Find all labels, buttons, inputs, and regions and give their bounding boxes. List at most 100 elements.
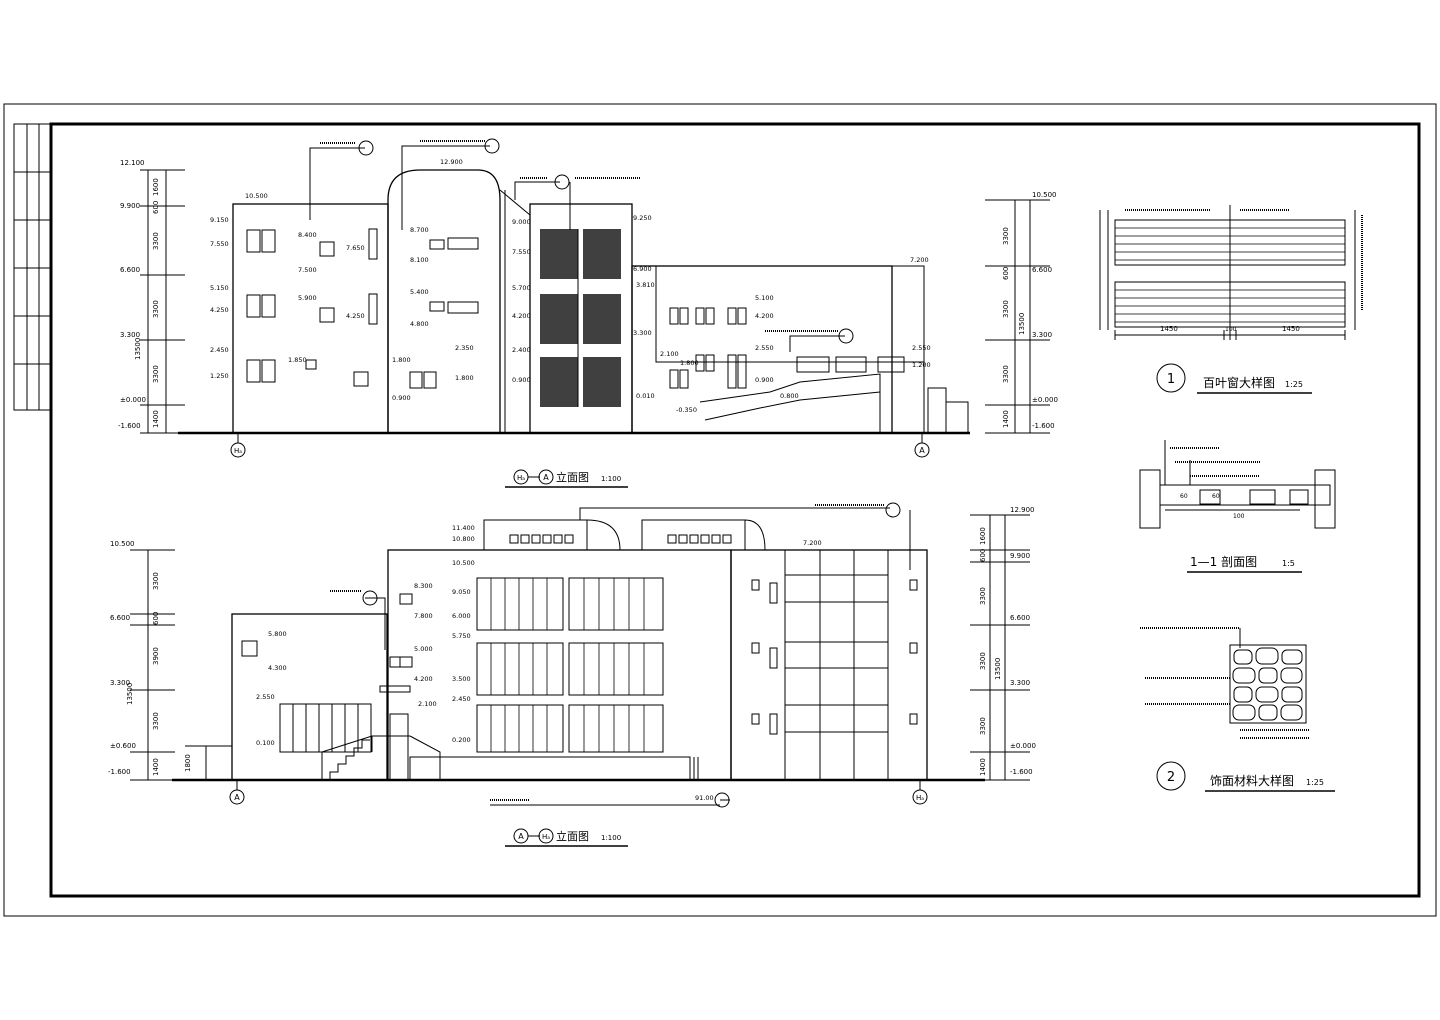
svg-text:2.350: 2.350 [455,344,474,352]
dimension-label: 3300 [1002,365,1010,383]
svg-text:9.050: 9.050 [452,588,471,596]
axis-label: Hₐ [234,447,242,455]
svg-text:A: A [518,832,524,841]
svg-text:5.700: 5.700 [512,284,531,292]
svg-text:1:25: 1:25 [1306,778,1324,787]
svg-text:7.650: 7.650 [346,244,365,252]
svg-text:2.100: 2.100 [418,700,437,708]
axis-label: A [919,446,925,455]
svg-text:9.900: 9.900 [1010,552,1030,560]
svg-text:13500: 13500 [126,683,134,705]
building-block-curved [387,169,501,433]
axis-bubble [912,789,928,805]
svg-text:100: 100 [1233,513,1245,520]
svg-text:±0.000: ±0.000 [1010,742,1036,750]
svg-text:0.010: 0.010 [636,392,655,400]
svg-text:7.550: 7.550 [210,240,229,248]
detail-number-bubble [1156,761,1186,791]
svg-text:3.300: 3.300 [633,329,652,337]
svg-text:7.200: 7.200 [910,256,929,264]
svg-text:600: 600 [152,612,160,625]
svg-text:饰面材料大样图: 饰面材料大样图 [1210,773,1294,788]
svg-text:3300: 3300 [979,717,987,735]
svg-text:7.800: 7.800 [414,612,433,620]
windows-east [669,307,905,389]
svg-text:5.750: 5.750 [452,632,471,640]
svg-text:3300: 3300 [152,712,160,730]
svg-text:5.000: 5.000 [414,645,433,653]
svg-text:1:100: 1:100 [601,475,621,483]
svg-text:7.550: 7.550 [512,248,531,256]
svg-text:Hₐ: Hₐ [517,474,525,482]
building-block-main [387,549,732,781]
callout-circle [838,328,854,344]
detail-number-bubble [1156,363,1186,393]
louvre-panels [540,229,621,407]
dimension-label: 1400 [152,410,160,428]
svg-text:1800: 1800 [184,754,192,772]
svg-text:9.000: 9.000 [512,218,531,226]
stairs [321,735,410,780]
elevation-a-to-ha: 10.500 6.600 3.300 ±0.600 -1.600 3300 60… [108,502,1036,847]
dimension-label: 1600 [152,178,160,196]
building-block-west [231,613,388,781]
axis-bubble [229,789,245,805]
svg-text:1400: 1400 [152,758,160,776]
svg-text:10.500: 10.500 [110,540,135,548]
dimension-label: 3300 [152,365,160,383]
svg-text:4.300: 4.300 [268,664,287,672]
svg-text:2.550: 2.550 [912,344,931,352]
svg-text:4.200: 4.200 [414,675,433,683]
svg-text:12.900: 12.900 [1010,506,1035,514]
svg-text:立面图: 立面图 [556,829,589,843]
svg-text:A: A [234,793,240,802]
svg-text:8.300: 8.300 [414,582,433,590]
svg-text:10.800: 10.800 [452,535,475,543]
svg-text:7.200: 7.200 [803,539,822,547]
dimension-label: 3300 [152,300,160,318]
svg-text:10.500: 10.500 [245,192,268,200]
svg-text:600: 600 [979,549,987,562]
svg-text:0.900: 0.900 [392,394,411,402]
elevation-1-title: Hₐ A 立面图 1:100 [505,469,628,488]
detail-section-1-1: 60 60 100 1—1 剖面图 1:5 [1139,440,1336,573]
svg-text:7.500: 7.500 [298,266,317,274]
svg-text:±0.600: ±0.600 [110,742,136,750]
svg-text:-1.600: -1.600 [108,768,131,776]
callout-circle [362,590,378,606]
svg-text:4.250: 4.250 [210,306,229,314]
level-label: 12.100 [120,159,145,167]
svg-text:60: 60 [1180,493,1188,500]
svg-text:百叶窗大样图: 百叶窗大样图 [1203,375,1275,390]
axis-bubble [230,442,246,458]
svg-text:100: 100 [1225,326,1237,333]
level-label: 6.600 [1032,266,1052,274]
svg-text:-0.350: -0.350 [676,406,697,414]
svg-text:3.300: 3.300 [110,679,130,687]
dimension-label: 600 [1002,267,1010,280]
callout-circle [484,138,500,154]
svg-text:8.700: 8.700 [410,226,429,234]
ramp [699,373,881,433]
svg-text:6.600: 6.600 [1010,614,1030,622]
windows-west [246,228,378,387]
svg-text:4.200: 4.200 [512,312,531,320]
dimension-label: 13500 [1018,313,1026,335]
svg-text:1.250: 1.250 [210,372,229,380]
svg-text:10.500: 10.500 [452,559,475,567]
windows-curved [409,237,479,389]
svg-text:2: 2 [1167,770,1175,785]
svg-text:8.100: 8.100 [410,256,429,264]
axis-bubble [914,442,930,458]
svg-text:0.200: 0.200 [452,736,471,744]
svg-text:1.800: 1.800 [680,359,699,367]
svg-text:0.900: 0.900 [512,376,531,384]
svg-text:5.150: 5.150 [210,284,229,292]
callout-circle [554,174,570,190]
level-label: -1.600 [118,422,141,430]
inner-level-marks-2: 11.400 10.800 10.500 8.300 7.800 9.050 6… [256,524,822,802]
dimension-label: 3300 [1002,300,1010,318]
svg-text:Hₐ: Hₐ [542,833,550,841]
svg-text:3300: 3300 [979,587,987,605]
